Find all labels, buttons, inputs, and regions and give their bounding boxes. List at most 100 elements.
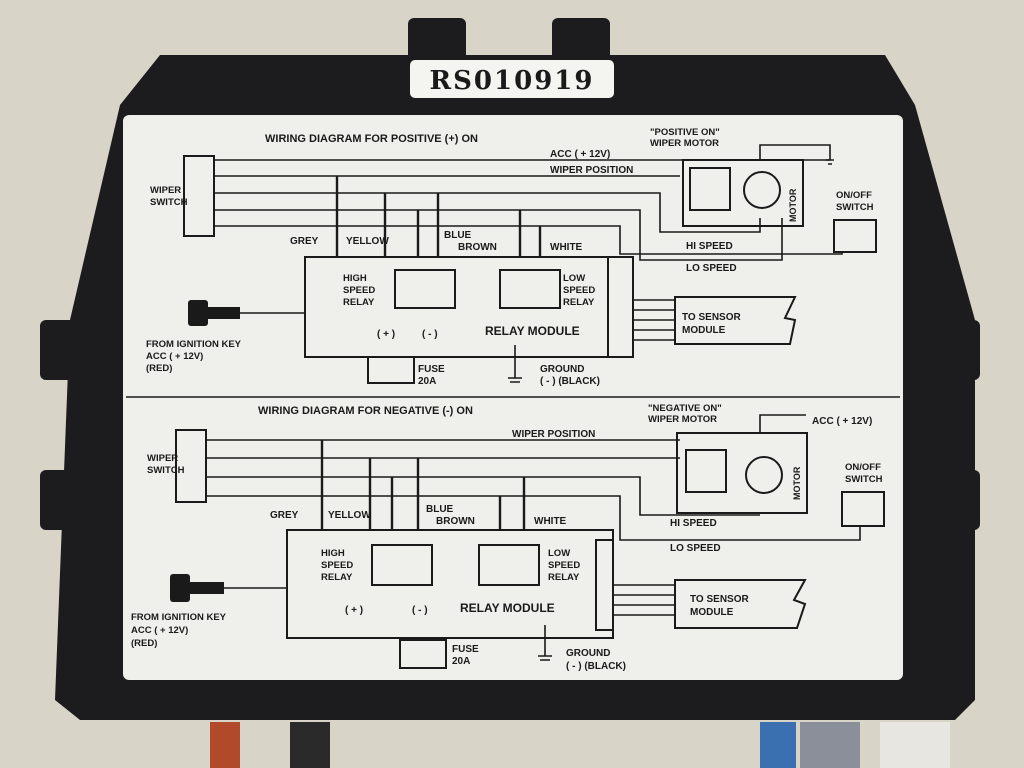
relay-module-label: RELAY MODULE bbox=[460, 601, 555, 615]
ignition-label-1: FROM IGNITION KEY bbox=[131, 612, 227, 623]
high-speed-relay-label-3: RELAY bbox=[343, 297, 375, 308]
acc-label: ACC ( + 12V) bbox=[812, 416, 872, 427]
high-speed-relay bbox=[394, 269, 456, 309]
grey-label: GREY bbox=[270, 510, 299, 521]
fuse-icon bbox=[399, 639, 447, 669]
high-speed-relay-label-3: RELAY bbox=[321, 572, 353, 583]
ignition-label-1: FROM IGNITION KEY bbox=[146, 339, 242, 350]
high-speed-relay-label-2: SPEED bbox=[321, 560, 353, 571]
high-speed-relay-label-2: SPEED bbox=[343, 285, 375, 296]
wiper-switch-label-2: SWITCH bbox=[150, 197, 188, 208]
fuse-label-1: FUSE bbox=[452, 644, 479, 655]
fuse-icon bbox=[367, 356, 415, 384]
ground-label-2: ( - ) (BLACK) bbox=[566, 661, 626, 672]
ignition-label-2: ACC ( + 12V) bbox=[131, 625, 188, 636]
sensor-label-1: TO SENSOR bbox=[690, 594, 749, 605]
motor-title: "POSITIVE ON" bbox=[650, 127, 720, 138]
brown-label: BROWN bbox=[436, 516, 475, 527]
on-off-label-2: SWITCH bbox=[845, 474, 883, 485]
motor-title: "NEGATIVE ON" bbox=[648, 403, 722, 414]
motor-subtitle: WIPER MOTOR bbox=[650, 138, 719, 149]
white-label: WHITE bbox=[550, 242, 583, 253]
wiper-position-label: WIPER POSITION bbox=[550, 165, 633, 176]
high-speed-relay bbox=[371, 544, 433, 586]
mount-tab-right-lower bbox=[930, 470, 980, 530]
on-off-label-1: ON/OFF bbox=[845, 462, 881, 473]
lo-speed-wire bbox=[214, 209, 783, 261]
ignition-key-icon bbox=[170, 574, 287, 602]
hi-speed-label: HI SPEED bbox=[686, 241, 733, 252]
minus-label: ( - ) bbox=[422, 329, 438, 340]
low-speed-relay-label-3: RELAY bbox=[548, 572, 580, 583]
serial-sticker: RS010919 bbox=[410, 60, 614, 98]
ground-label-1: GROUND bbox=[566, 648, 610, 659]
hi-speed-wire bbox=[214, 192, 761, 233]
sensor-wires bbox=[613, 584, 675, 616]
fuse-label-1: FUSE bbox=[418, 364, 445, 375]
ignition-label-2: ACC ( + 12V) bbox=[146, 351, 203, 362]
relay-connector bbox=[607, 256, 634, 358]
hi-speed-label: HI SPEED bbox=[670, 518, 717, 529]
low-speed-relay bbox=[478, 544, 540, 586]
mount-tab-right-upper bbox=[930, 320, 980, 380]
lo-speed-label: LO SPEED bbox=[670, 543, 721, 554]
white-label: WHITE bbox=[534, 516, 567, 527]
motor-park-switch bbox=[685, 449, 727, 493]
blue-label: BLUE bbox=[426, 504, 454, 515]
motor-icon bbox=[743, 171, 781, 209]
ground-label-2: ( - ) (BLACK) bbox=[540, 376, 600, 387]
sensor-label-2: MODULE bbox=[690, 607, 734, 618]
diagram-positive-on: WIRING DIAGRAM FOR POSITIVE (+) ON WIPER… bbox=[146, 127, 877, 387]
ignition-label-3: (RED) bbox=[131, 638, 157, 649]
motor-box bbox=[682, 159, 804, 227]
sensor-module-box bbox=[674, 296, 797, 345]
low-speed-relay-label-2: SPEED bbox=[548, 560, 580, 571]
mount-tab-left-lower bbox=[40, 470, 90, 530]
plus-label: ( + ) bbox=[377, 329, 395, 340]
sensor-module-box bbox=[674, 579, 807, 629]
wiper-switch-box bbox=[175, 429, 207, 503]
wiper-switch-box bbox=[183, 155, 215, 237]
low-speed-relay-label-2: SPEED bbox=[563, 285, 595, 296]
motor-icon bbox=[745, 456, 783, 494]
brown-label: BROWN bbox=[458, 242, 497, 253]
high-speed-relay-label-1: HIGH bbox=[343, 273, 367, 284]
ground-label-1: GROUND bbox=[540, 364, 584, 375]
ground-symbol-motor bbox=[826, 159, 834, 165]
hi-speed-wire bbox=[206, 476, 760, 516]
grey-label: GREY bbox=[290, 236, 319, 247]
diagram-title: WIRING DIAGRAM FOR NEGATIVE (-) ON bbox=[258, 405, 473, 417]
fuse-label-2: 20A bbox=[418, 376, 436, 387]
sensor-label-2: MODULE bbox=[682, 325, 726, 336]
lo-speed-label: LO SPEED bbox=[686, 263, 737, 274]
motor-label: MOTOR bbox=[788, 188, 798, 222]
on-off-switch bbox=[833, 219, 877, 253]
motor-box bbox=[676, 432, 808, 514]
motor-subtitle: WIPER MOTOR bbox=[648, 414, 717, 425]
blue-label: BLUE bbox=[444, 230, 472, 241]
fuse-label-2: 20A bbox=[452, 656, 470, 667]
wiper-position-label: WIPER POSITION bbox=[512, 429, 595, 440]
mount-tab-left-upper bbox=[40, 320, 90, 380]
motor-label: MOTOR bbox=[792, 466, 802, 500]
wiper-switch-label-2: SWITCH bbox=[147, 465, 185, 476]
diagram-title: WIRING DIAGRAM FOR POSITIVE (+) ON bbox=[265, 133, 478, 145]
relay-module-label: RELAY MODULE bbox=[485, 324, 580, 338]
minus-label: ( - ) bbox=[412, 605, 428, 616]
low-speed-relay-label-1: LOW bbox=[563, 273, 585, 284]
on-off-label-1: ON/OFF bbox=[836, 190, 872, 201]
yellow-label: YELLOW bbox=[328, 510, 371, 521]
wiper-switch-label-1: WIPER bbox=[147, 453, 178, 464]
plus-label: ( + ) bbox=[345, 605, 363, 616]
wiper-switch-label-1: WIPER bbox=[150, 185, 181, 196]
lo-speed-wire bbox=[206, 495, 861, 541]
low-speed-relay-label-3: RELAY bbox=[563, 297, 595, 308]
on-off-label-2: SWITCH bbox=[836, 202, 874, 213]
sensor-wires bbox=[633, 299, 675, 341]
low-speed-relay-label-1: LOW bbox=[548, 548, 570, 559]
diagram-negative-on: WIRING DIAGRAM FOR NEGATIVE (-) ON WIPER… bbox=[131, 403, 885, 672]
yellow-label: YELLOW bbox=[346, 236, 389, 247]
on-off-switch bbox=[841, 491, 885, 527]
serial-number: RS010919 bbox=[430, 66, 595, 96]
